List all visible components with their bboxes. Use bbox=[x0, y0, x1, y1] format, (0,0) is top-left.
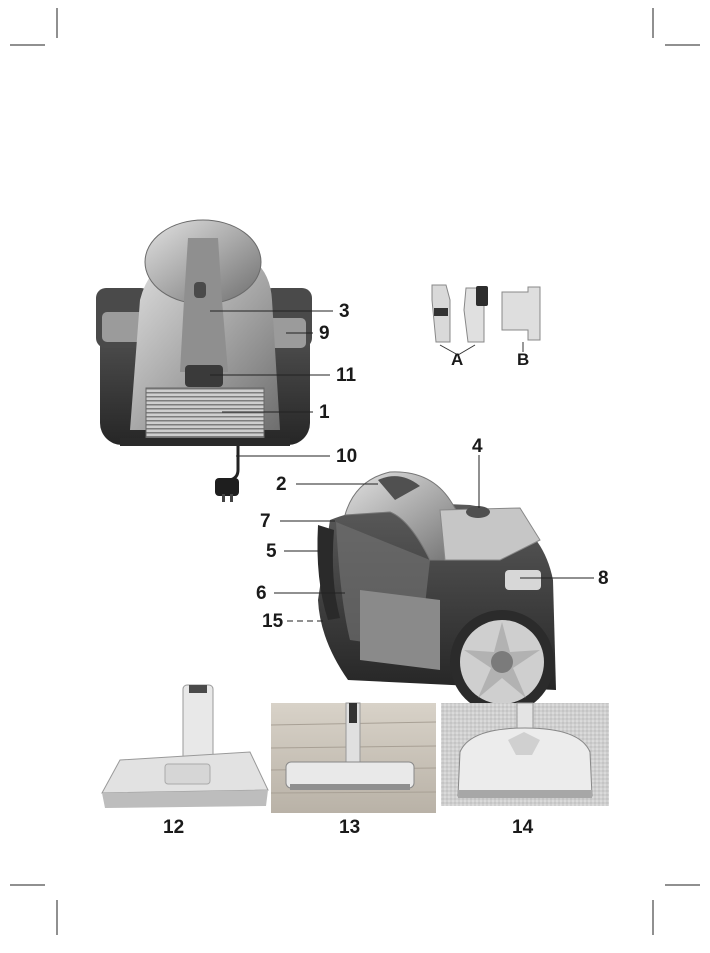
floor-nozzle-12-photo bbox=[102, 685, 268, 808]
accessory-label-b: B bbox=[517, 351, 529, 368]
callout-4: 4 bbox=[472, 437, 483, 456]
accessory-label-a: A bbox=[451, 351, 463, 368]
accessories-photo bbox=[432, 285, 540, 355]
callout-10: 10 bbox=[336, 447, 357, 466]
callout-11: 11 bbox=[336, 366, 356, 385]
callout-6: 6 bbox=[256, 584, 267, 603]
callout-12: 12 bbox=[163, 818, 184, 837]
callout-5: 5 bbox=[266, 542, 277, 561]
callout-8: 8 bbox=[598, 569, 609, 588]
vacuum-side-view-photo bbox=[317, 472, 556, 714]
callout-9: 9 bbox=[319, 324, 330, 343]
turbo-nozzle-14-photo bbox=[441, 703, 609, 806]
callout-15: 15 bbox=[262, 612, 283, 631]
callout-13: 13 bbox=[339, 818, 360, 837]
callout-3: 3 bbox=[339, 302, 350, 321]
callout-2: 2 bbox=[276, 475, 287, 494]
floor-nozzle-13-photo bbox=[271, 703, 436, 813]
callout-1: 1 bbox=[319, 403, 330, 422]
callout-14: 14 bbox=[512, 818, 533, 837]
vacuum-rear-view-photo bbox=[96, 220, 312, 502]
callout-7: 7 bbox=[260, 512, 271, 531]
